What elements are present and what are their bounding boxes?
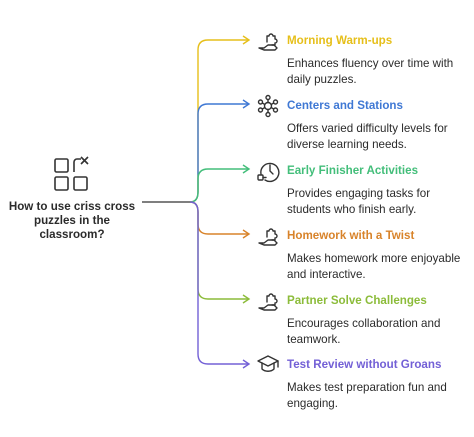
item-title: Morning Warm-ups	[287, 34, 393, 47]
puzzle-hand-icon	[258, 33, 278, 51]
connector-arrow-4	[242, 229, 251, 239]
clock-icon	[257, 162, 280, 183]
connector-3	[189, 168, 248, 203]
puzzle-hand-icon	[258, 228, 278, 246]
network-icon	[257, 94, 279, 118]
connector-arrow-3	[242, 164, 251, 174]
item-title: Test Review without Groans	[287, 358, 442, 371]
connector-arrow-1	[242, 35, 251, 45]
item-description: Encourages collaboration and teamwork.	[287, 317, 441, 346]
item-title: Homework with a Twist	[287, 229, 415, 242]
graduation-icon	[257, 355, 279, 372]
puzzle-grid-icon	[54, 156, 89, 191]
puzzle-hand-icon	[258, 293, 278, 311]
item-title: Partner Solve Challenges	[287, 294, 427, 307]
item-description: Makes homework more enjoyable and intera…	[287, 252, 461, 281]
item-title: Centers and Stations	[287, 99, 403, 112]
connector-6	[189, 201, 248, 365]
connector-arrow-2	[242, 99, 251, 109]
item-description: Provides engaging tasks for students who…	[287, 187, 431, 216]
item-description: Offers varied difficulty levels for dive…	[287, 122, 448, 151]
item-title: Early Finisher Activities	[287, 164, 419, 177]
item-description: Enhances fluency over time with daily pu…	[287, 57, 454, 86]
central-question: How to use criss cross puzzles in the cl…	[8, 200, 136, 241]
connector-arrow-6	[242, 359, 251, 369]
item-description: Makes test preparation fun and engaging.	[287, 381, 447, 410]
connector-arrow-5	[242, 294, 251, 304]
